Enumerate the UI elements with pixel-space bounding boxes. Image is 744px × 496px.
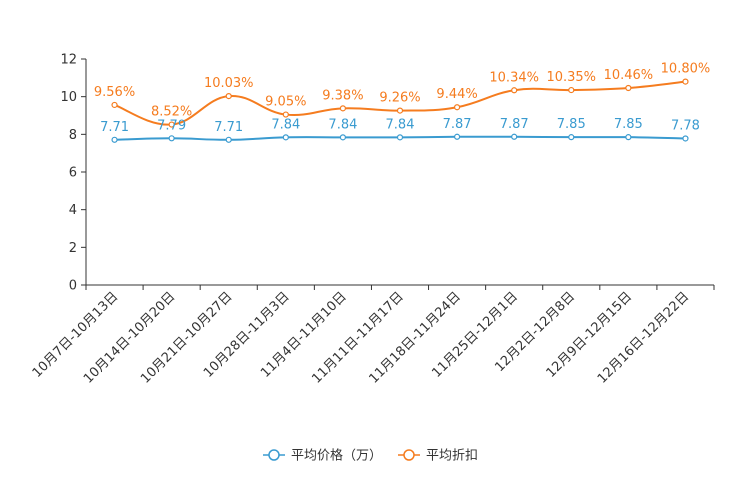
series-0-data-label: 7.87	[443, 117, 472, 132]
series-1-point	[111, 101, 118, 109]
series-1-point	[453, 104, 461, 111]
series-0-point	[339, 134, 347, 141]
series-1-data-label: 8.52%	[151, 105, 192, 120]
legend-marker-0	[268, 449, 280, 461]
y-tick-label: 12	[60, 53, 77, 68]
series-0-point	[511, 133, 518, 140]
series-0-data-label: 7.85	[557, 117, 586, 132]
series-1-point	[625, 84, 632, 92]
series-0-point	[168, 135, 175, 142]
series-0-point	[111, 136, 118, 143]
legend-label-1: 平均折扣	[426, 449, 478, 464]
series-0-data-label: 7.85	[614, 117, 643, 132]
series-0-data-label: 7.87	[500, 117, 529, 132]
series-0-point	[682, 135, 689, 142]
series-1-point	[168, 121, 175, 128]
series-1-data-label: 9.26%	[379, 91, 420, 106]
y-tick-label: 2	[69, 241, 77, 256]
y-tick-label: 6	[69, 166, 77, 181]
series-0-point	[453, 133, 461, 140]
y-tick-label: 4	[69, 203, 77, 218]
series-1-data-label: 10.80%	[661, 62, 711, 77]
series-0-point	[396, 134, 404, 141]
y-tick-label: 0	[69, 279, 77, 294]
y-tick-label: 8	[69, 128, 77, 143]
series-0-data-label: 7.84	[386, 117, 415, 132]
series-1-point	[682, 78, 689, 85]
series-1-data-label: 10.46%	[604, 68, 654, 83]
series-1-point	[282, 111, 289, 118]
series-1-data-label: 9.56%	[94, 85, 135, 100]
y-tick-label: 10	[60, 90, 77, 105]
series-0-data-label: 7.78	[671, 118, 700, 133]
series-0-point	[568, 134, 575, 141]
series-0-data-label: 7.71	[100, 120, 129, 135]
series-1-data-label: 10.34%	[489, 70, 539, 85]
series-1-point	[396, 107, 404, 114]
series-1-data-label: 9.44%	[436, 87, 477, 102]
series-0-point	[625, 134, 632, 141]
legend-label-0: 平均价格（万）	[291, 448, 382, 464]
series-1-data-label: 9.05%	[265, 95, 306, 110]
series-1-point	[568, 86, 575, 94]
series-0-data-label: 7.79	[157, 118, 186, 133]
series-0-data-label: 7.71	[214, 120, 243, 135]
series-1-point	[339, 105, 347, 112]
series-0-data-label: 7.84	[328, 117, 357, 132]
legend-marker-1	[403, 449, 415, 461]
series-0-point	[225, 136, 232, 143]
series-0-data-label: 7.84	[271, 117, 300, 132]
series-0-point	[282, 134, 289, 141]
series-1-point	[511, 87, 518, 94]
series-1-data-label: 10.35%	[546, 70, 596, 85]
series-1-data-label: 9.38%	[322, 88, 363, 103]
series-1-point	[225, 93, 232, 100]
series-1-data-label: 10.03%	[204, 76, 254, 91]
